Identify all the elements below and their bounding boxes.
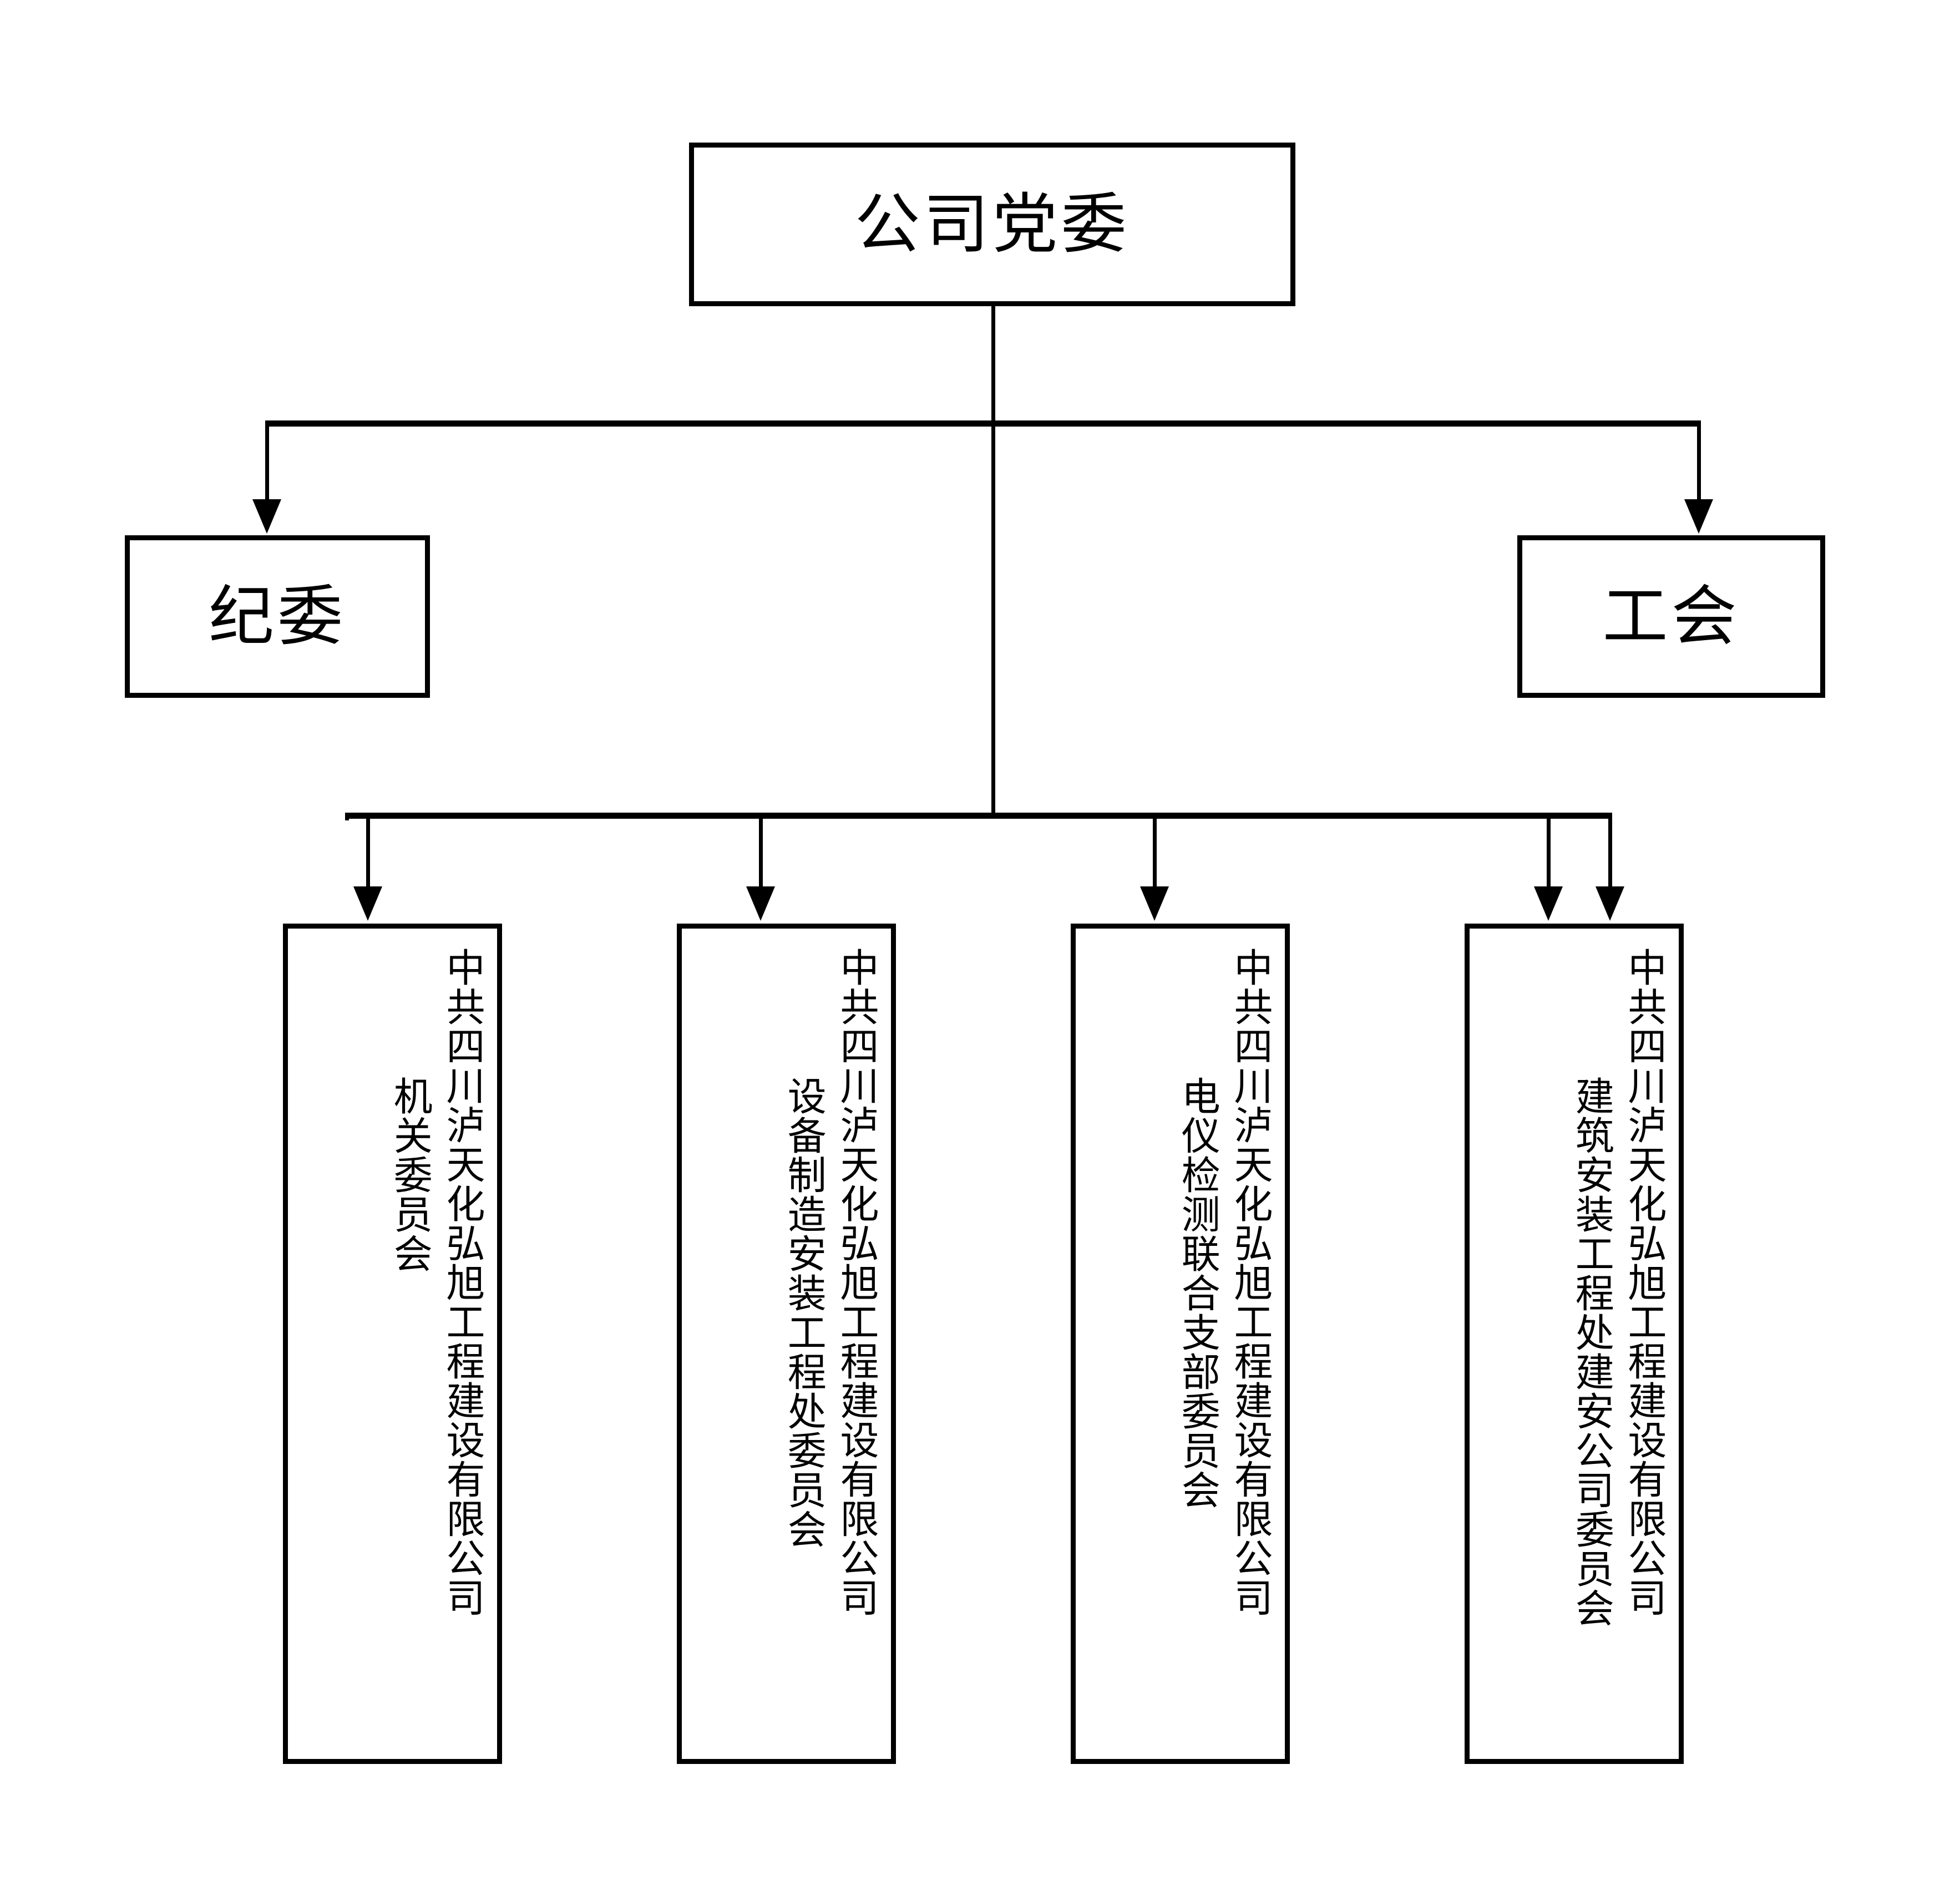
branch-1-company-name: 中共四川泸天化弘旭工程建设有限公司 <box>440 947 485 1617</box>
connector-drop-branch-4 <box>1547 813 1551 889</box>
node-labor-union-label: 工会 <box>1602 577 1740 655</box>
arrowhead-branch-1 <box>353 886 382 921</box>
node-labor-union[interactable]: 工会 <box>1517 535 1825 698</box>
connector-drop-branch-1 <box>366 813 370 889</box>
node-discipline-commission[interactable]: 纪委 <box>125 535 430 698</box>
connector-drop-branch-3 <box>1153 813 1157 889</box>
connector-root-stem <box>991 306 995 426</box>
connector-center-trunk <box>991 420 995 815</box>
arrowhead-gonghui <box>1684 499 1713 534</box>
branch-4-unit-name: 建筑安装工程处建安公司委员会 <box>1569 1076 1615 1628</box>
node-branch-equipment-manufacturing[interactable]: 中共四川泸天化弘旭工程建设有限公司 设备制造安装工程处委员会 <box>677 924 896 1764</box>
connector-drop-branch-2 <box>759 813 763 889</box>
branch-3-unit-name: 电仪检测联合支部委员会 <box>1175 1076 1221 1509</box>
branch-2-unit-name: 设备制造安装工程处委员会 <box>781 1076 827 1549</box>
arrowhead-branch-4 <box>1534 886 1563 921</box>
connector-lower-bus <box>345 813 1612 819</box>
arrowhead-branch-3 <box>1140 886 1169 921</box>
branch-1-unit-name: 机关委员会 <box>387 1076 433 1273</box>
arrowhead-branch-2 <box>746 886 775 921</box>
arrowhead-jiwei <box>252 499 281 534</box>
arrowhead-branch-4-alt <box>1596 886 1624 921</box>
branch-4-company-name: 中共四川泸天化弘旭工程建设有限公司 <box>1622 947 1667 1617</box>
connector-drop-gonghui <box>1697 420 1701 503</box>
connector-upper-bus <box>265 420 1701 427</box>
node-root-party-committee[interactable]: 公司党委 <box>689 143 1295 306</box>
branch-2-company-name: 中共四川泸天化弘旭工程建设有限公司 <box>834 947 879 1617</box>
node-root-label: 公司党委 <box>854 185 1130 262</box>
branch-3-company-name: 中共四川泸天化弘旭工程建设有限公司 <box>1228 947 1273 1617</box>
connector-drop-jiwei <box>265 420 269 503</box>
connector-lower-bus-left-cap <box>345 813 349 820</box>
node-branch-organ-committee[interactable]: 中共四川泸天化弘旭工程建设有限公司 机关委员会 <box>283 924 502 1764</box>
node-branch-instrument-testing[interactable]: 中共四川泸天化弘旭工程建设有限公司 电仪检测联合支部委员会 <box>1071 924 1290 1764</box>
node-branch-construction-installation[interactable]: 中共四川泸天化弘旭工程建设有限公司 建筑安装工程处建安公司委员会 <box>1465 924 1684 1764</box>
node-discipline-commission-label: 纪委 <box>208 577 346 655</box>
connector-lower-bus-right-cap <box>1608 813 1612 889</box>
